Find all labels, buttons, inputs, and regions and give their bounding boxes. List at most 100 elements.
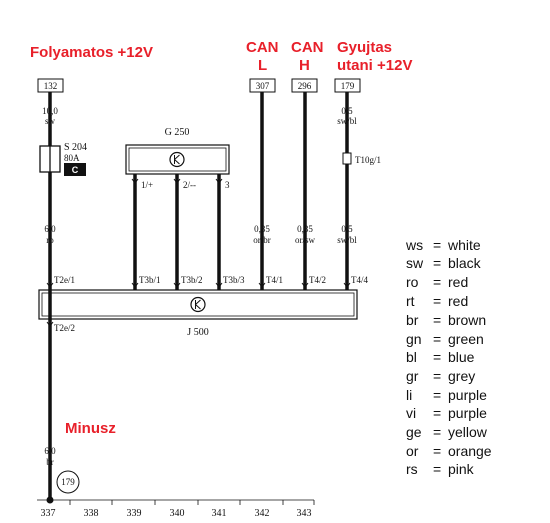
scale-ticks <box>69 500 315 505</box>
legend-code-5: gn <box>406 331 422 347</box>
legend-eq-0: = <box>433 237 441 253</box>
sensor-pin2: 2/-- <box>183 180 196 190</box>
pin-t42: T4/2 <box>309 275 326 285</box>
scale-342: 342 <box>255 508 270 519</box>
wire-ignition-bot-color: sw/bl <box>337 235 357 245</box>
legend-code-4: br <box>406 312 419 328</box>
scale-343: 343 <box>297 508 312 519</box>
module-symbol-icon <box>190 296 206 313</box>
legend-eq-3: = <box>433 293 441 309</box>
fuse-s204: S 204 80A C <box>39 142 87 176</box>
legend-code-2: ro <box>406 274 419 290</box>
wire-ground-size: 6,0 <box>44 446 56 456</box>
terminal-296-label: 296 <box>298 81 312 91</box>
wire-ignition-top-color: sw/bl <box>337 116 357 126</box>
ground-ref-label: 179 <box>61 477 75 487</box>
legend-name-4: brown <box>448 312 486 328</box>
legend-name-8: purple <box>448 387 487 403</box>
sensor-g250: G 250 <box>125 127 230 175</box>
sensor-pin1: 1/+ <box>141 180 153 190</box>
legend-name-11: orange <box>448 443 492 459</box>
wire-power-mid-size: 6,0 <box>44 224 56 234</box>
legend-name-7: grey <box>448 368 475 384</box>
legend-name-12: pink <box>448 461 475 477</box>
legend-eq-2: = <box>433 274 441 290</box>
ground-ref-circle <box>56 470 80 494</box>
color-legend: ws = white sw = black ro = red rt = red … <box>405 237 492 477</box>
legend-code-7: gr <box>406 368 419 384</box>
legend-eq-6: = <box>433 349 441 365</box>
wire-power-size: 10,0 <box>42 106 58 116</box>
connector-t10g <box>342 152 352 165</box>
annotation-can-l-2: L <box>258 57 267 74</box>
fuse-name: S 204 <box>64 142 87 153</box>
terminal-132-label: 132 <box>44 81 58 91</box>
legend-eq-4: = <box>433 312 441 328</box>
connector-label: T10g/1 <box>355 155 381 165</box>
legend-eq-1: = <box>433 255 441 271</box>
legend-name-3: red <box>448 293 468 309</box>
pin-t2e1: T2e/1 <box>54 275 75 285</box>
wire-power-mid-color: ro <box>46 235 54 245</box>
terminal-296: 296 <box>291 78 318 93</box>
sensor-symbol-icon <box>169 151 185 168</box>
annotation-can-h-1: CAN <box>291 39 324 56</box>
legend-eq-11: = <box>433 443 441 459</box>
terminal-179-label: 179 <box>341 81 355 91</box>
annotation-folyamatos: Folyamatos +12V <box>30 44 153 61</box>
scale-337: 337 <box>41 508 56 519</box>
pin-t44: T4/4 <box>351 275 368 285</box>
legend-code-9: vi <box>406 405 416 421</box>
sensor-pin3: 3 <box>225 180 230 190</box>
legend-code-1: sw <box>406 255 424 271</box>
pin-t3b2: T3b/2 <box>181 275 203 285</box>
legend-eq-12: = <box>433 461 441 477</box>
legend-name-0: white <box>447 237 481 253</box>
legend-name-2: red <box>448 274 468 290</box>
wire-can-h-color: or/sw <box>295 235 316 245</box>
legend-name-1: black <box>448 255 482 271</box>
terminal-307: 307 <box>249 78 276 93</box>
legend-code-6: bl <box>406 349 417 365</box>
legend-code-3: rt <box>406 293 415 309</box>
wire-can-h-size: 0,35 <box>297 224 313 234</box>
legend-name-10: yellow <box>448 424 488 440</box>
legend-code-10: ge <box>406 424 422 440</box>
scale-339: 339 <box>127 508 142 519</box>
annotation-gyujtas-2: utani +12V <box>337 57 412 74</box>
wire-can-l-color: or/br <box>253 235 271 245</box>
wire-can-l-size: 0,35 <box>254 224 270 234</box>
sensor-name: G 250 <box>165 127 190 138</box>
pin-t41: T4/1 <box>266 275 283 285</box>
legend-eq-10: = <box>433 424 441 440</box>
legend-code-8: li <box>406 387 412 403</box>
scale-338: 338 <box>84 508 99 519</box>
legend-eq-7: = <box>433 368 441 384</box>
pin-arrows <box>46 178 351 288</box>
fuse-code: C <box>72 165 79 175</box>
legend-name-9: purple <box>448 405 487 421</box>
scale-341: 341 <box>212 508 227 519</box>
wire-ground-color: br <box>46 457 54 467</box>
pin-t3b1: T3b/1 <box>139 275 161 285</box>
module-name: J 500 <box>187 327 208 338</box>
legend-name-6: blue <box>448 349 475 365</box>
legend-eq-5: = <box>433 331 441 347</box>
legend-code-12: rs <box>406 461 418 477</box>
wire-ignition-top-size: 0,5 <box>341 106 353 116</box>
module-j500: J 500 <box>38 289 358 338</box>
annotation-can-l-1: CAN <box>246 39 279 56</box>
annotation-can-h-2: H <box>299 57 310 74</box>
wire-power-color: sw <box>45 116 56 126</box>
terminal-132: 132 <box>37 78 64 93</box>
legend-code-11: or <box>406 443 419 459</box>
fuse-rating: 80A <box>64 153 80 163</box>
legend-code-0: ws <box>405 237 423 253</box>
pin-t2e2: T2e/2 <box>54 323 75 333</box>
legend-eq-8: = <box>433 387 441 403</box>
annotation-gyujtas-1: Gyujtas <box>337 39 392 56</box>
annotation-minusz: Minusz <box>65 420 116 437</box>
wire-ignition-bot-size: 0,5 <box>341 224 353 234</box>
